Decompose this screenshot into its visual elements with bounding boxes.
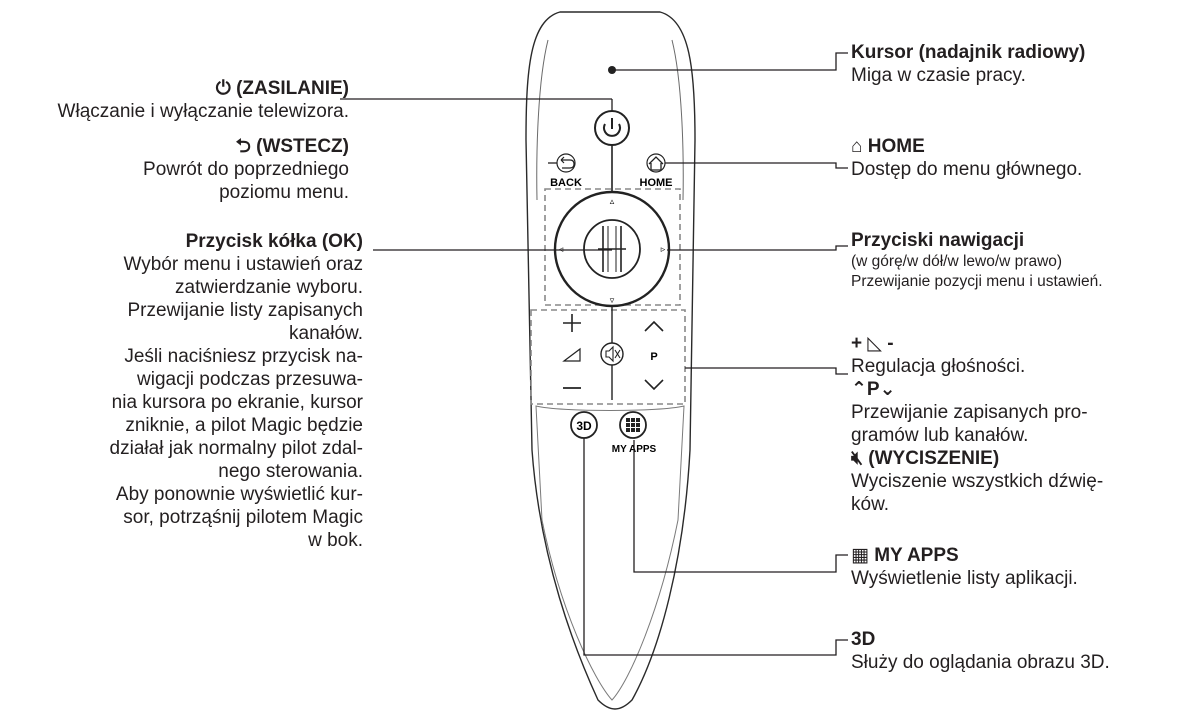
apps-grid-icon: ▦ <box>851 545 869 566</box>
wheel-ok-button[interactable] <box>583 219 641 279</box>
remote-threed-label: 3D <box>576 419 592 433</box>
home-callout-text: ⌂ HOME Dostęp do menu głównego. <box>851 135 1082 181</box>
back-desc-1: Powrót do poprzedniego <box>143 159 349 180</box>
wheel-callout-text: Przycisk kółka (OK) Wybór menu i ustawie… <box>23 230 363 552</box>
channel-desc-1: Przewijanie zapisanych pro- <box>851 402 1088 423</box>
threed-desc: Służy do oglądania obrazu 3D. <box>851 652 1110 673</box>
volume-dashed-box <box>530 309 686 405</box>
nav-desc-1: (w górę/w dół/w lewo/w prawo) <box>851 253 1063 270</box>
nav-right-arrow[interactable]: ▹ <box>661 245 666 255</box>
nav-desc-2: Przewijanie pozycji menu i ustawień. <box>851 273 1103 290</box>
callout-nav <box>667 245 848 251</box>
callout-threed <box>583 438 848 656</box>
callout-myapps <box>633 440 848 573</box>
channel-title: ⌃P⌄ <box>851 379 896 400</box>
volume-desc: Regulacja głośności. <box>851 356 1026 377</box>
threed-title: 3D <box>851 629 876 650</box>
cursor-desc: Miga w czasie pracy. <box>851 65 1026 86</box>
wheel-line: w bok. <box>308 530 363 551</box>
back-arrow-icon: ⮌ <box>235 136 251 157</box>
volume-icon: ◺ <box>867 333 883 354</box>
chevron-down-icon: ⌄ <box>879 379 896 400</box>
power-title: ⏻ (ZASILANIE) <box>215 78 349 99</box>
back-arrow-icon <box>560 156 575 169</box>
apps-grid-icon <box>626 418 640 432</box>
power-desc: Włączanie i wyłączanie telewizora. <box>57 101 349 122</box>
wheel-line: zniknie, a pilot Magic będzie <box>125 415 363 436</box>
mute-desc-2: ków. <box>851 494 890 515</box>
wheel-line: działał jak normalny pilot zdal- <box>109 438 363 459</box>
cursor-callout-text: Kursor (nadajnik radiowy) Miga w czasie … <box>851 41 1085 87</box>
home-button[interactable] <box>646 153 666 173</box>
wheel-line: zatwierdzanie wyboru. <box>175 277 363 298</box>
nav-title: Przyciski nawigacji <box>851 230 1025 251</box>
wheel-line: kanałów. <box>289 323 363 344</box>
threed-callout-text: 3D Służy do oglądania obrazu 3D. <box>851 628 1110 674</box>
home-icon: ⌂ <box>851 136 863 157</box>
callout-home <box>665 162 848 169</box>
myapps-title: ▦ MY APPS <box>851 545 959 566</box>
callout-volume <box>685 367 848 375</box>
wheel-line: wigacji podczas przesuwa- <box>137 369 363 390</box>
home-title: ⌂ HOME <box>851 136 925 157</box>
cursor-title: Kursor (nadajnik radiowy) <box>851 42 1086 63</box>
nav-up-arrow[interactable]: ▵ <box>610 197 615 207</box>
power-callout-text: ⏻ (ZASILANIE) Włączanie i wyłączanie tel… <box>58 77 349 123</box>
channel-up-button[interactable] <box>644 320 664 332</box>
chevron-up-icon: ⌃ <box>851 379 867 400</box>
channel-down-button[interactable] <box>644 379 664 391</box>
wheel-title: Przycisk kółka (OK) <box>185 231 363 252</box>
mute-desc-1: Wyciszenie wszystkich dźwię- <box>851 471 1104 492</box>
remote-inner-outline <box>536 39 684 201</box>
mute-title: 🔇︎ (WYCISZENIE) <box>851 448 1000 469</box>
wheel-line: Aby ponownie wyświetlić kur- <box>115 484 363 505</box>
wheel-line: sor, potrząśnij pilotem Magic <box>123 507 363 528</box>
back-button[interactable] <box>556 153 576 173</box>
channel-desc-2: gramów lub kanałów. <box>851 425 1029 446</box>
wheel-line: Jeśli naciśniesz przycisk na- <box>124 346 363 367</box>
myapps-button[interactable] <box>619 411 647 439</box>
mute-icon: 🔇︎ <box>851 448 863 469</box>
home-icon <box>648 156 664 171</box>
mute-button[interactable] <box>600 342 624 366</box>
wheel-line: Wybór menu i ustawień oraz <box>123 254 363 275</box>
remote-bottom-panel <box>535 405 685 701</box>
myapps-callout-text: ▦ MY APPS Wyświetlenie listy aplikacji. <box>851 544 1078 590</box>
remote-p-label: P <box>650 351 657 363</box>
volume-title: + ◺ - <box>851 333 894 354</box>
wheel-line: Przewijanie listy zapisanych <box>127 300 364 321</box>
back-desc-2: poziomu menu. <box>219 182 349 203</box>
nav-callout-text: Przyciski nawigacji (w górę/w dół/w lewo… <box>851 229 1103 292</box>
wheel-line: nia kursora po ekranie, kursor <box>111 392 363 413</box>
home-desc: Dostęp do menu głównego. <box>851 159 1083 180</box>
back-callout-text: ⮌ (WSTECZ) Powrót do poprzedniego poziom… <box>49 135 349 204</box>
remote-home-label: HOME <box>640 177 673 189</box>
volume-callout-text: + ◺ - Regulacja głośności. ⌃P⌄ Przewijan… <box>851 332 1103 516</box>
myapps-desc: Wyświetlenie listy aplikacji. <box>851 568 1078 589</box>
remote-back-label: BACK <box>550 177 582 189</box>
power-icon <box>603 118 621 137</box>
volume-up-button[interactable] <box>563 314 581 332</box>
volume-icon <box>562 347 581 362</box>
mute-icon <box>605 345 621 363</box>
nav-down-arrow[interactable]: ▿ <box>610 296 615 306</box>
nav-dashed-box <box>544 188 681 306</box>
back-title: ⮌ (WSTECZ) <box>235 136 349 157</box>
callout-cursor <box>612 52 848 71</box>
wheel-line: nego sterowania. <box>218 461 363 482</box>
power-icon: ⏻ <box>215 78 231 99</box>
